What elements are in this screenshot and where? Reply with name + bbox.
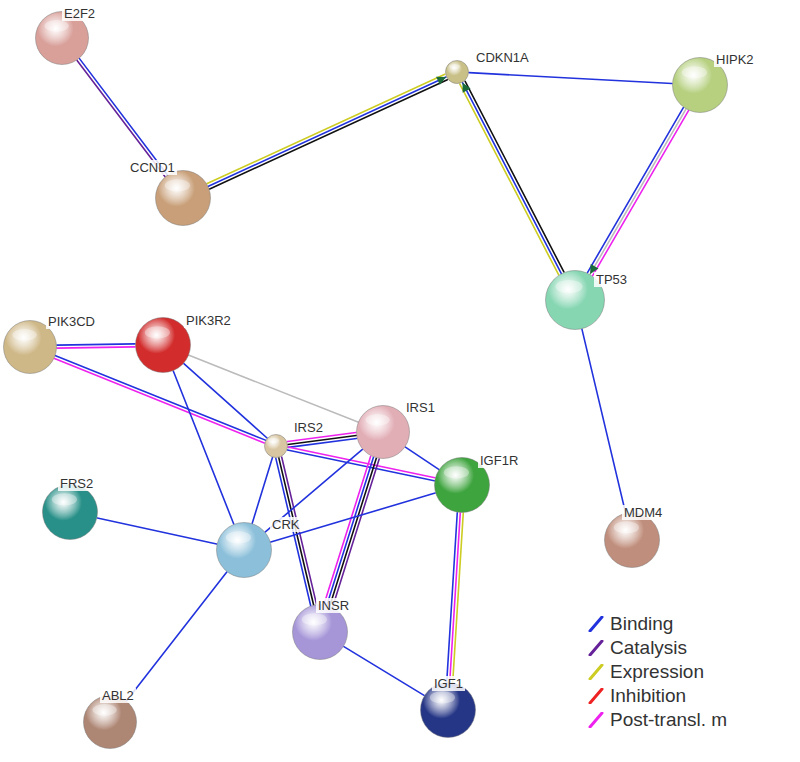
node-label: CRK bbox=[270, 517, 301, 532]
protein-node: IGF1R bbox=[434, 457, 490, 513]
interaction-edge bbox=[582, 329, 626, 513]
protein-node: IGF1 bbox=[420, 682, 476, 738]
protein-node: HIPK2 bbox=[672, 57, 728, 113]
protein-node: PIK3R2 bbox=[135, 317, 191, 373]
legend-swatch bbox=[588, 712, 604, 728]
interaction-edge bbox=[97, 518, 216, 544]
node-label: CDKN1A bbox=[474, 50, 531, 65]
interaction-edge bbox=[77, 59, 167, 177]
interaction-edge bbox=[405, 447, 438, 469]
interaction-edge bbox=[184, 364, 267, 438]
legend-text: Expression bbox=[610, 661, 704, 683]
protein-node: IRS1 bbox=[356, 405, 410, 459]
protein-node: PIK3CD bbox=[3, 320, 57, 374]
node-label: HIPK2 bbox=[714, 52, 756, 67]
node-label: E2F2 bbox=[62, 6, 97, 21]
legend-text: Inhibition bbox=[610, 685, 686, 707]
legend-text: Post-transl. m bbox=[610, 709, 727, 731]
interaction-edge bbox=[460, 81, 564, 274]
interaction-edge bbox=[127, 572, 227, 701]
node-ball bbox=[356, 405, 410, 459]
node-label: ABL2 bbox=[100, 688, 136, 703]
interaction-edge bbox=[207, 74, 447, 189]
node-ball bbox=[216, 522, 272, 578]
interaction-edge bbox=[57, 344, 135, 348]
node-ball bbox=[42, 484, 98, 540]
node-label: IRS1 bbox=[404, 400, 437, 415]
node-label: INSR bbox=[316, 598, 351, 613]
legend-text: Catalysis bbox=[610, 637, 687, 659]
interaction-edge bbox=[173, 371, 233, 524]
node-label: CCND1 bbox=[128, 160, 177, 175]
legend-swatch bbox=[588, 640, 604, 656]
node-label: FRS2 bbox=[58, 476, 95, 491]
interaction-edge bbox=[252, 457, 272, 523]
protein-node: CRK bbox=[216, 522, 272, 578]
protein-node: TP53 bbox=[545, 270, 605, 330]
node-label: MDM4 bbox=[622, 505, 664, 520]
interaction-edge bbox=[189, 355, 358, 422]
legend-text: Binding bbox=[610, 613, 673, 635]
interaction-edge bbox=[447, 513, 464, 682]
node-label: PIK3CD bbox=[46, 314, 97, 329]
protein-node: CDKN1A bbox=[445, 60, 469, 84]
interaction-edge bbox=[344, 647, 424, 696]
node-label: IGF1 bbox=[432, 676, 465, 691]
node-ball bbox=[604, 512, 660, 568]
node-ball bbox=[135, 317, 191, 373]
node-ball bbox=[155, 170, 211, 226]
protein-node: E2F2 bbox=[35, 11, 89, 65]
protein-node: INSR bbox=[292, 604, 348, 660]
protein-node: FRS2 bbox=[42, 484, 98, 540]
interaction-edge bbox=[469, 73, 672, 84]
legend-swatch bbox=[588, 688, 604, 704]
node-label: IGF1R bbox=[478, 453, 520, 468]
node-label: IRS2 bbox=[292, 420, 325, 435]
interaction-edge bbox=[271, 493, 435, 542]
protein-node: IRS2 bbox=[264, 434, 288, 458]
node-ball bbox=[445, 60, 469, 84]
legend-swatch bbox=[588, 616, 604, 632]
node-label: PIK3R2 bbox=[184, 313, 233, 328]
protein-node: MDM4 bbox=[604, 512, 660, 568]
protein-node: ABL2 bbox=[83, 695, 137, 749]
node-ball bbox=[264, 434, 288, 458]
legend-swatch bbox=[588, 664, 604, 680]
protein-node: CCND1 bbox=[155, 170, 211, 226]
interaction-edge bbox=[587, 108, 688, 276]
interaction-edge bbox=[324, 456, 379, 606]
node-label: TP53 bbox=[594, 272, 629, 287]
node-ball bbox=[83, 695, 137, 749]
